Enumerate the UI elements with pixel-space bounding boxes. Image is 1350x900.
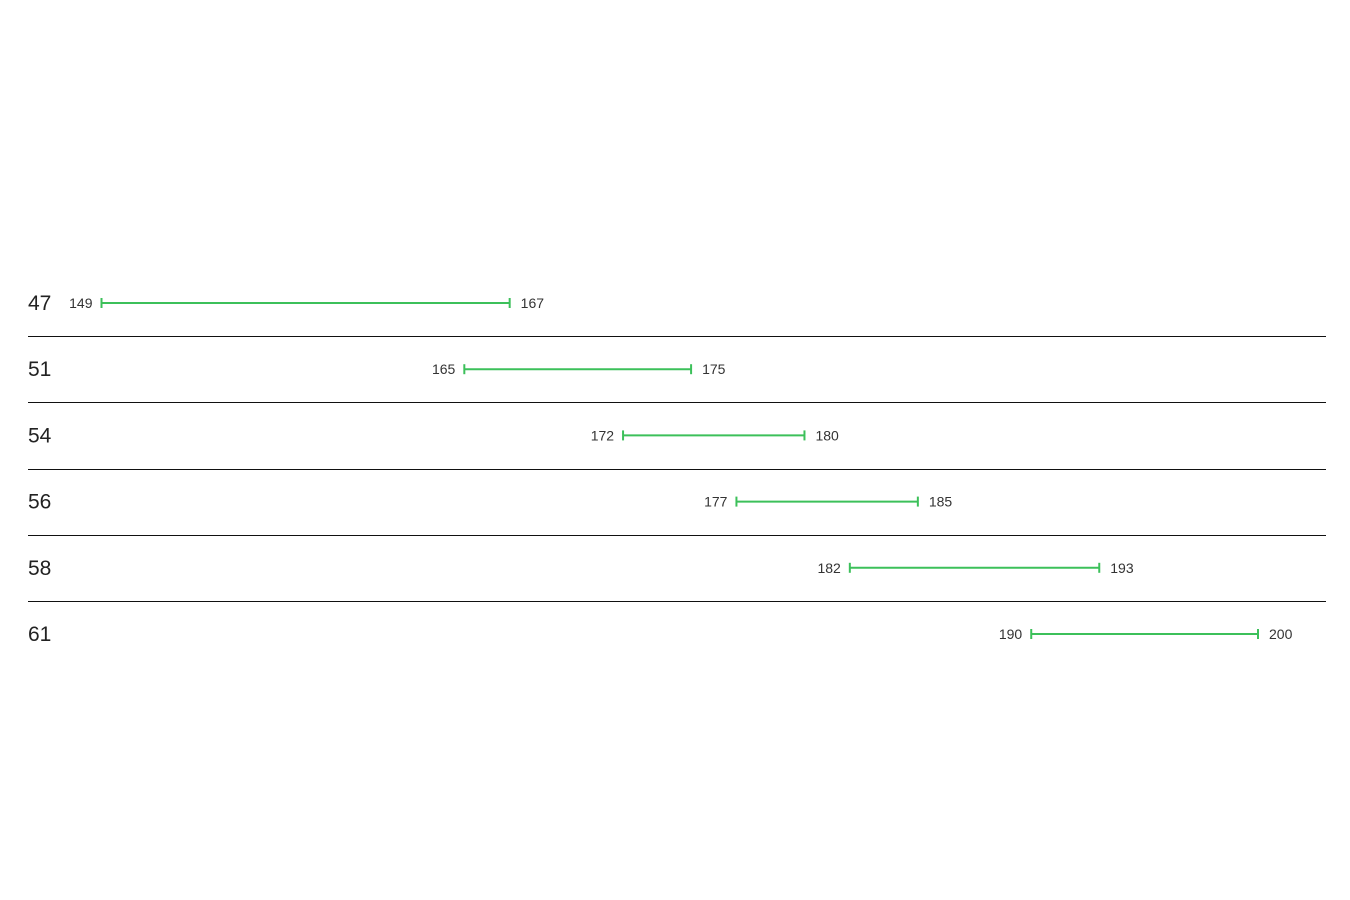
low-value-label: 177: [704, 494, 728, 510]
high-value-label: 175: [702, 361, 726, 377]
high-value-label: 193: [1110, 560, 1134, 576]
low-value-label: 165: [432, 361, 456, 377]
high-value-label: 185: [929, 494, 953, 510]
low-value-label: 182: [817, 560, 841, 576]
high-value-label: 167: [521, 295, 545, 311]
low-value-label: 190: [999, 626, 1023, 642]
high-value-label: 180: [815, 427, 839, 443]
row-label: 61: [28, 623, 51, 646]
low-value-label: 172: [591, 427, 615, 443]
row-label: 58: [28, 557, 51, 580]
row-label: 54: [28, 424, 52, 447]
row-label: 56: [28, 491, 51, 514]
high-value-label: 200: [1269, 626, 1293, 642]
row-label: 51: [28, 358, 51, 381]
row-label: 47: [28, 292, 51, 315]
low-value-label: 149: [69, 295, 93, 311]
